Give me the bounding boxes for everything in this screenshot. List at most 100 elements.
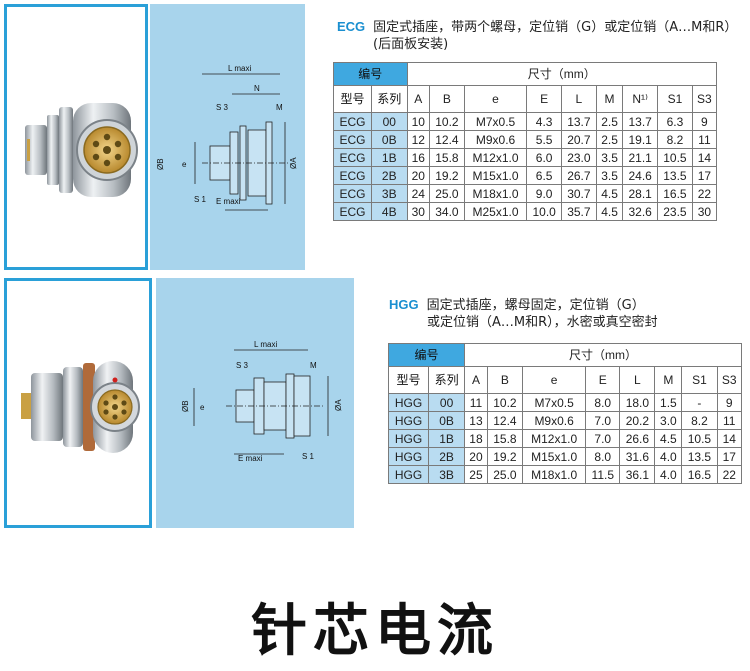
ecg-col-dim: S1 — [657, 85, 693, 113]
hgg-label-m: M — [310, 361, 317, 370]
dim-cell: M15x1.0 — [521, 447, 587, 466]
dim-cell: 3.5 — [595, 148, 624, 167]
dim-cell: 3.0 — [654, 411, 683, 430]
dim-cell: 4.0 — [654, 447, 683, 466]
dim-cell: 18 — [464, 429, 488, 448]
ecg-header-group: 编号 — [333, 62, 408, 86]
model-cell: ECG — [333, 148, 372, 167]
ecg-desc-line2: (后面板安装) — [373, 37, 449, 52]
dim-cell: 4.5 — [654, 429, 683, 448]
dim-cell: 31.6 — [619, 447, 656, 466]
dim-cell: 8.0 — [585, 393, 621, 412]
series-cell: 1B — [371, 148, 408, 167]
hgg-col-model: 型号 — [387, 366, 430, 394]
series-cell: 00 — [428, 393, 466, 412]
hgg-label-emax: E maxi — [238, 454, 263, 463]
model-cell: HGG — [387, 429, 430, 448]
dim-cell: 24.6 — [622, 166, 659, 185]
dim-cell: 6.0 — [526, 148, 563, 167]
dim-cell: 30 — [691, 202, 718, 221]
dim-cell: 4.5 — [595, 184, 624, 203]
ecg-col-model: 型号 — [333, 85, 372, 113]
dim-cell: 13.7 — [561, 112, 597, 131]
hgg-label-s1: S 1 — [302, 452, 315, 461]
dim-cell: 25.0 — [429, 184, 465, 203]
dim-cell: 10.0 — [526, 202, 563, 221]
dim-cell: 10.2 — [486, 393, 523, 412]
dim-cell: 20.2 — [619, 411, 656, 430]
dim-cell: M12x1.0 — [521, 429, 587, 448]
model-cell: ECG — [333, 184, 372, 203]
dim-cell: - — [681, 393, 718, 412]
dim-cell: 2.5 — [595, 112, 624, 131]
dim-cell: 23.5 — [657, 202, 693, 221]
ecg-product-photo — [4, 4, 148, 270]
dim-cell: 12.4 — [429, 130, 465, 149]
dim-cell: 15.8 — [486, 429, 523, 448]
dim-cell: 30.7 — [561, 184, 597, 203]
hgg-label-phia: ØA — [334, 399, 343, 411]
dim-cell: 11 — [464, 393, 488, 412]
dim-cell: 21.1 — [622, 148, 659, 167]
dim-cell: 13 — [464, 411, 488, 430]
hgg-col-dim: M — [654, 366, 683, 394]
ecg-col-series: 系列 — [371, 85, 408, 113]
ecg-col-dim: A — [406, 85, 431, 113]
dim-cell: 36.1 — [619, 465, 656, 484]
ecg-col-dim: E — [526, 85, 563, 113]
ecg-dimension-diagram: L maxi N S 3 M ØB e ØA S 1 E maxi — [150, 4, 305, 270]
dim-cell: 8.0 — [585, 447, 621, 466]
footer-title: 针芯电流 — [251, 599, 499, 664]
hgg-col-dim: S1 — [681, 366, 718, 394]
hgg-col-dim: B — [486, 366, 523, 394]
dim-cell: M9x0.6 — [521, 411, 587, 430]
ecg-header-dims: 尺寸（mm） — [406, 62, 718, 86]
ecg-label-emax: E maxi — [216, 197, 241, 206]
ecg-col-dim: B — [429, 85, 465, 113]
hgg-col-dim: E — [585, 366, 621, 394]
dim-cell: M12x1.0 — [463, 148, 528, 167]
dim-cell: 18.0 — [619, 393, 656, 412]
ecg-col-dim: S3 — [691, 85, 718, 113]
dim-cell: 14 — [716, 429, 742, 448]
dim-cell: 14 — [691, 148, 718, 167]
dim-cell: 26.7 — [561, 166, 597, 185]
hgg-product-photo — [4, 278, 152, 528]
dim-cell: 17 — [691, 166, 718, 185]
ecg-col-dim: N¹⁾ — [622, 85, 659, 113]
ecg-heading: ECG 固定式插座，带两个螺母，定位销（G）或定位销（A…M和R） (后面板安装) — [337, 18, 747, 53]
model-cell: HGG — [387, 393, 430, 412]
dim-cell: 24 — [406, 184, 431, 203]
ecg-label-lmax: L maxi — [228, 64, 251, 73]
dim-cell: 25 — [464, 465, 488, 484]
ecg-label-e: e — [182, 160, 187, 169]
dim-cell: M15x1.0 — [463, 166, 528, 185]
ecg-desc-line1: 固定式插座，带两个螺母，定位销（G）或定位销（A…M和R） — [373, 20, 738, 35]
dim-cell: 13.5 — [657, 166, 693, 185]
dim-cell: 19.1 — [622, 130, 659, 149]
ecg-col-dim: M — [595, 85, 624, 113]
model-cell: ECG — [333, 112, 372, 131]
model-cell: ECG — [333, 166, 372, 185]
dim-cell: 8.2 — [681, 411, 718, 430]
ecg-label-s1: S 1 — [194, 195, 207, 204]
dim-cell: 19.2 — [486, 447, 523, 466]
model-cell: ECG — [333, 202, 372, 221]
hgg-col-dim: S3 — [716, 366, 742, 394]
dim-cell: 7.0 — [585, 429, 621, 448]
dim-cell: 26.6 — [619, 429, 656, 448]
dim-cell: 10.5 — [657, 148, 693, 167]
dim-cell: 22 — [691, 184, 718, 203]
ecg-code: ECG — [337, 19, 366, 34]
series-cell: 3B — [371, 184, 408, 203]
